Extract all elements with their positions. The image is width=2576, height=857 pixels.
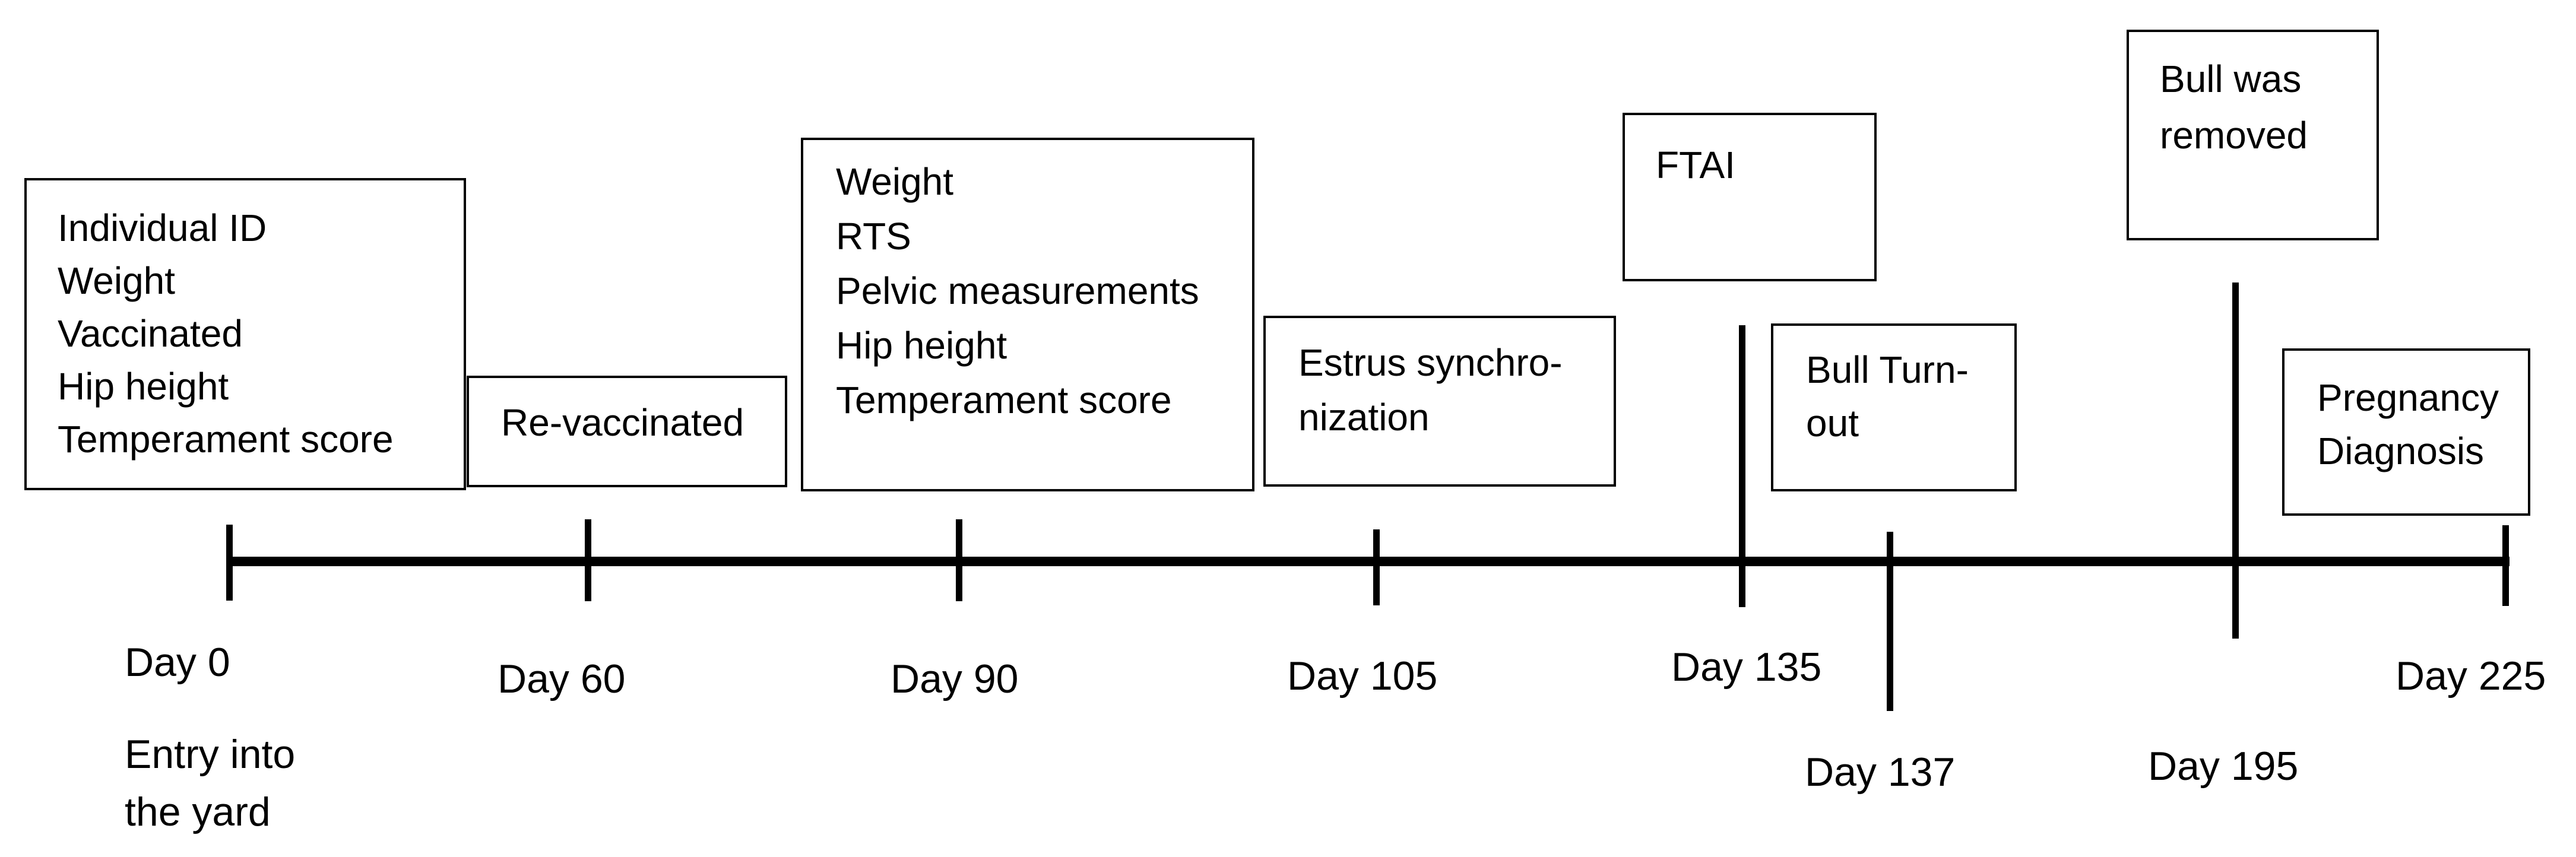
box-line: out (1806, 402, 1859, 445)
box-line: Diagnosis (2317, 430, 2485, 472)
box-line: Temperament score (58, 418, 394, 461)
day-label-0: Day 0 (125, 640, 230, 685)
box-line: Pregnancy (2317, 376, 2499, 419)
box-line: Estrus synchro- (1298, 341, 1563, 384)
tick-day-105 (1373, 529, 1380, 605)
box-line: Weight (836, 160, 954, 203)
box-line: Bull Turn- (1806, 348, 1969, 391)
box-line: FTAI (1656, 144, 1735, 186)
box-day-195-activities: Bull was removed (2127, 30, 2379, 240)
day-label-195: Day 195 (2148, 744, 2299, 789)
box-line: removed (2160, 114, 2308, 157)
tick-day-135 (1739, 325, 1745, 607)
box-day-60-activities: Re-vaccinated (467, 376, 787, 487)
timeline-axis (226, 557, 2510, 566)
box-line: RTS (836, 215, 911, 258)
box-day-225-activities: Pregnancy Diagnosis (2282, 348, 2530, 516)
tick-day-60 (585, 519, 591, 601)
day-label-105: Day 105 (1287, 653, 1438, 699)
tick-day-137 (1887, 532, 1893, 711)
box-line: Hip height (58, 365, 229, 408)
day-label-60: Day 60 (498, 656, 626, 702)
day-label-0-note-line: Entry into (125, 732, 296, 777)
day-label-135: Day 135 (1671, 645, 1822, 690)
box-day-0-activities: Individual ID Weight Vaccinated Hip heig… (24, 178, 466, 490)
box-day-105-activities: Estrus synchro- nization (1263, 316, 1616, 487)
box-day-137-activities: Bull Turn- out (1771, 323, 2017, 491)
box-line: Hip height (836, 324, 1007, 367)
tick-day-0 (226, 525, 233, 601)
day-label-225: Day 225 (2396, 653, 2546, 699)
tick-day-90 (956, 519, 962, 601)
box-line: Weight (58, 259, 176, 302)
tick-day-195 (2232, 283, 2239, 639)
box-line: Re-vaccinated (501, 401, 744, 444)
box-line: Bull was (2160, 58, 2302, 100)
box-day-90-activities: Weight RTS Pelvic measurements Hip heigh… (801, 138, 1254, 491)
day-label-90: Day 90 (891, 656, 1019, 702)
box-line: nization (1298, 396, 1430, 439)
box-line: Individual ID (58, 207, 267, 249)
day-label-137: Day 137 (1805, 750, 1956, 795)
box-line: Vaccinated (58, 312, 243, 355)
day-label-0-note-line: the yard (125, 789, 271, 834)
box-line: Pelvic measurements (836, 269, 1199, 312)
tick-day-225 (2502, 525, 2509, 606)
box-line: Temperament score (836, 379, 1172, 421)
box-day-135-activities: FTAI (1623, 113, 1877, 281)
